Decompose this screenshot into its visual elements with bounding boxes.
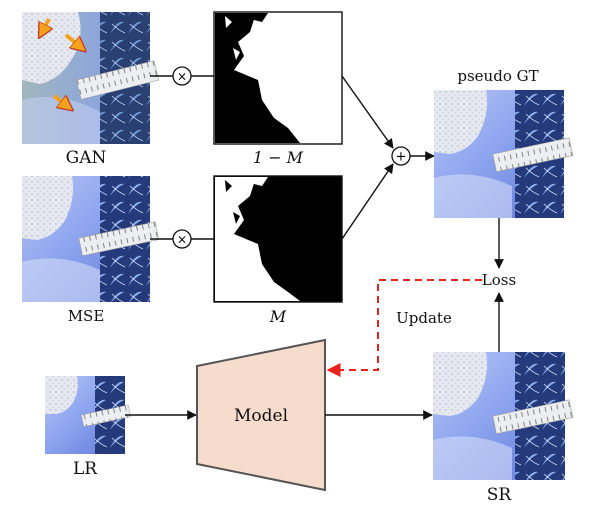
lr-image	[45, 376, 131, 454]
mask-inverse-image	[213, 11, 343, 145]
svg-text:+: +	[396, 150, 407, 165]
multiply-op-bottom: ×	[172, 229, 192, 249]
svg-text:×: ×	[177, 70, 187, 84]
sr-image	[433, 352, 574, 480]
gan-image	[22, 12, 160, 144]
svg-text:×: ×	[177, 233, 187, 247]
model-label: Model	[234, 406, 288, 426]
model-block	[196, 338, 326, 492]
lr-label: LR	[73, 459, 98, 479]
mse-label: MSE	[68, 307, 105, 325]
mask-label: M	[269, 307, 287, 326]
mask-inverse-label: 1 − M	[253, 148, 304, 167]
pseudo-gt-label: pseudo GT	[457, 67, 538, 85]
pseudo-gt-image	[434, 90, 574, 218]
gan-label: GAN	[66, 148, 107, 168]
add-op: +	[391, 146, 411, 166]
update-label: Update	[396, 309, 452, 327]
mask-image	[213, 175, 343, 303]
sr-label: SR	[487, 485, 513, 505]
mse-image	[22, 176, 160, 302]
multiply-op-top: ×	[172, 66, 192, 86]
loss-label: Loss	[482, 271, 516, 289]
update-arrow	[326, 279, 482, 377]
